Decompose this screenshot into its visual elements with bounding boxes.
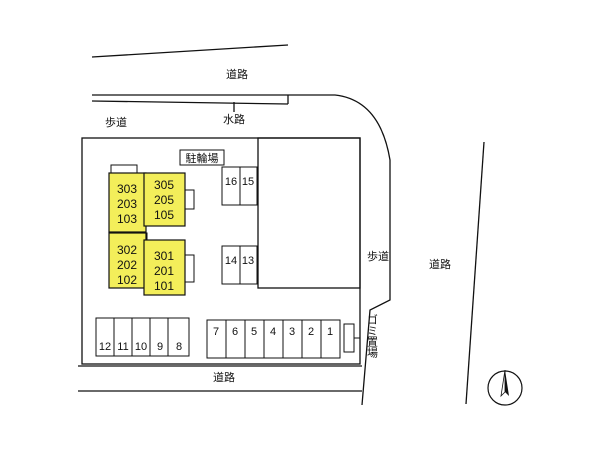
waterway-label: 水路 [223,113,245,126]
unit-201: 201 [154,264,174,278]
right-road-edge [465,141,485,405]
parking-slot-14: 14 [225,255,237,267]
bicycle-parking-box [179,149,225,166]
unit-303: 303 [117,182,137,196]
parking-slot-12: 12 [99,341,111,353]
unit-105: 105 [154,208,174,222]
parking-slot-4: 4 [270,326,276,338]
parking-bottom-right [206,319,341,359]
parking-mid-upper: 16 15 [221,166,258,206]
unit-103: 103 [117,212,137,226]
road-bottom-label: 道路 [213,370,235,384]
parking-slot-7: 7 [213,326,219,338]
unit-203: 203 [117,197,137,211]
parking-slot-2: 2 [308,326,314,338]
top-road-lines [91,44,289,112]
parking-slot-9: 9 [157,341,163,353]
unit-102: 102 [117,273,137,287]
north-arrow-icon [487,369,523,406]
parking-slot-10: 10 [135,341,147,353]
parking-slot-1: 1 [327,326,333,338]
parking-bottom-left [95,317,190,357]
unit-block-d [143,239,186,296]
sidewalk-right-label: 歩道 [367,249,389,263]
unit-205: 205 [154,193,174,207]
bottom-road-lines [78,365,362,392]
parking-slot-8: 8 [176,341,182,353]
parking-slot-16: 16 [225,176,237,188]
unit-305: 305 [154,178,174,192]
garbage-area-box [343,323,355,353]
road-right-label: 道路 [429,257,451,271]
parking-slot-13: 13 [242,255,254,267]
parking-slot-5: 5 [251,326,257,338]
unit-301: 301 [154,249,174,263]
bicycle-parking-label: 駐輪場 [186,151,219,165]
parking-slot-6: 6 [232,326,238,338]
parking-slot-3: 3 [289,326,295,338]
sidewalk-left-label: 歩道 [105,115,127,129]
apartment-building [108,172,186,296]
parking-slot-15: 15 [242,176,254,188]
garbage-area-label: ゴミ置場 [366,313,379,359]
unit-101: 101 [154,279,174,293]
parking-mid-lower: 14 13 [221,245,258,285]
neighbor-building [257,137,361,289]
unit-302: 302 [117,243,137,257]
road-top-label: 道路 [226,67,248,81]
unit-block-b [143,172,186,227]
unit-202: 202 [117,258,137,272]
parking-slot-11: 11 [117,341,128,353]
curved-road-edge [288,94,391,406]
